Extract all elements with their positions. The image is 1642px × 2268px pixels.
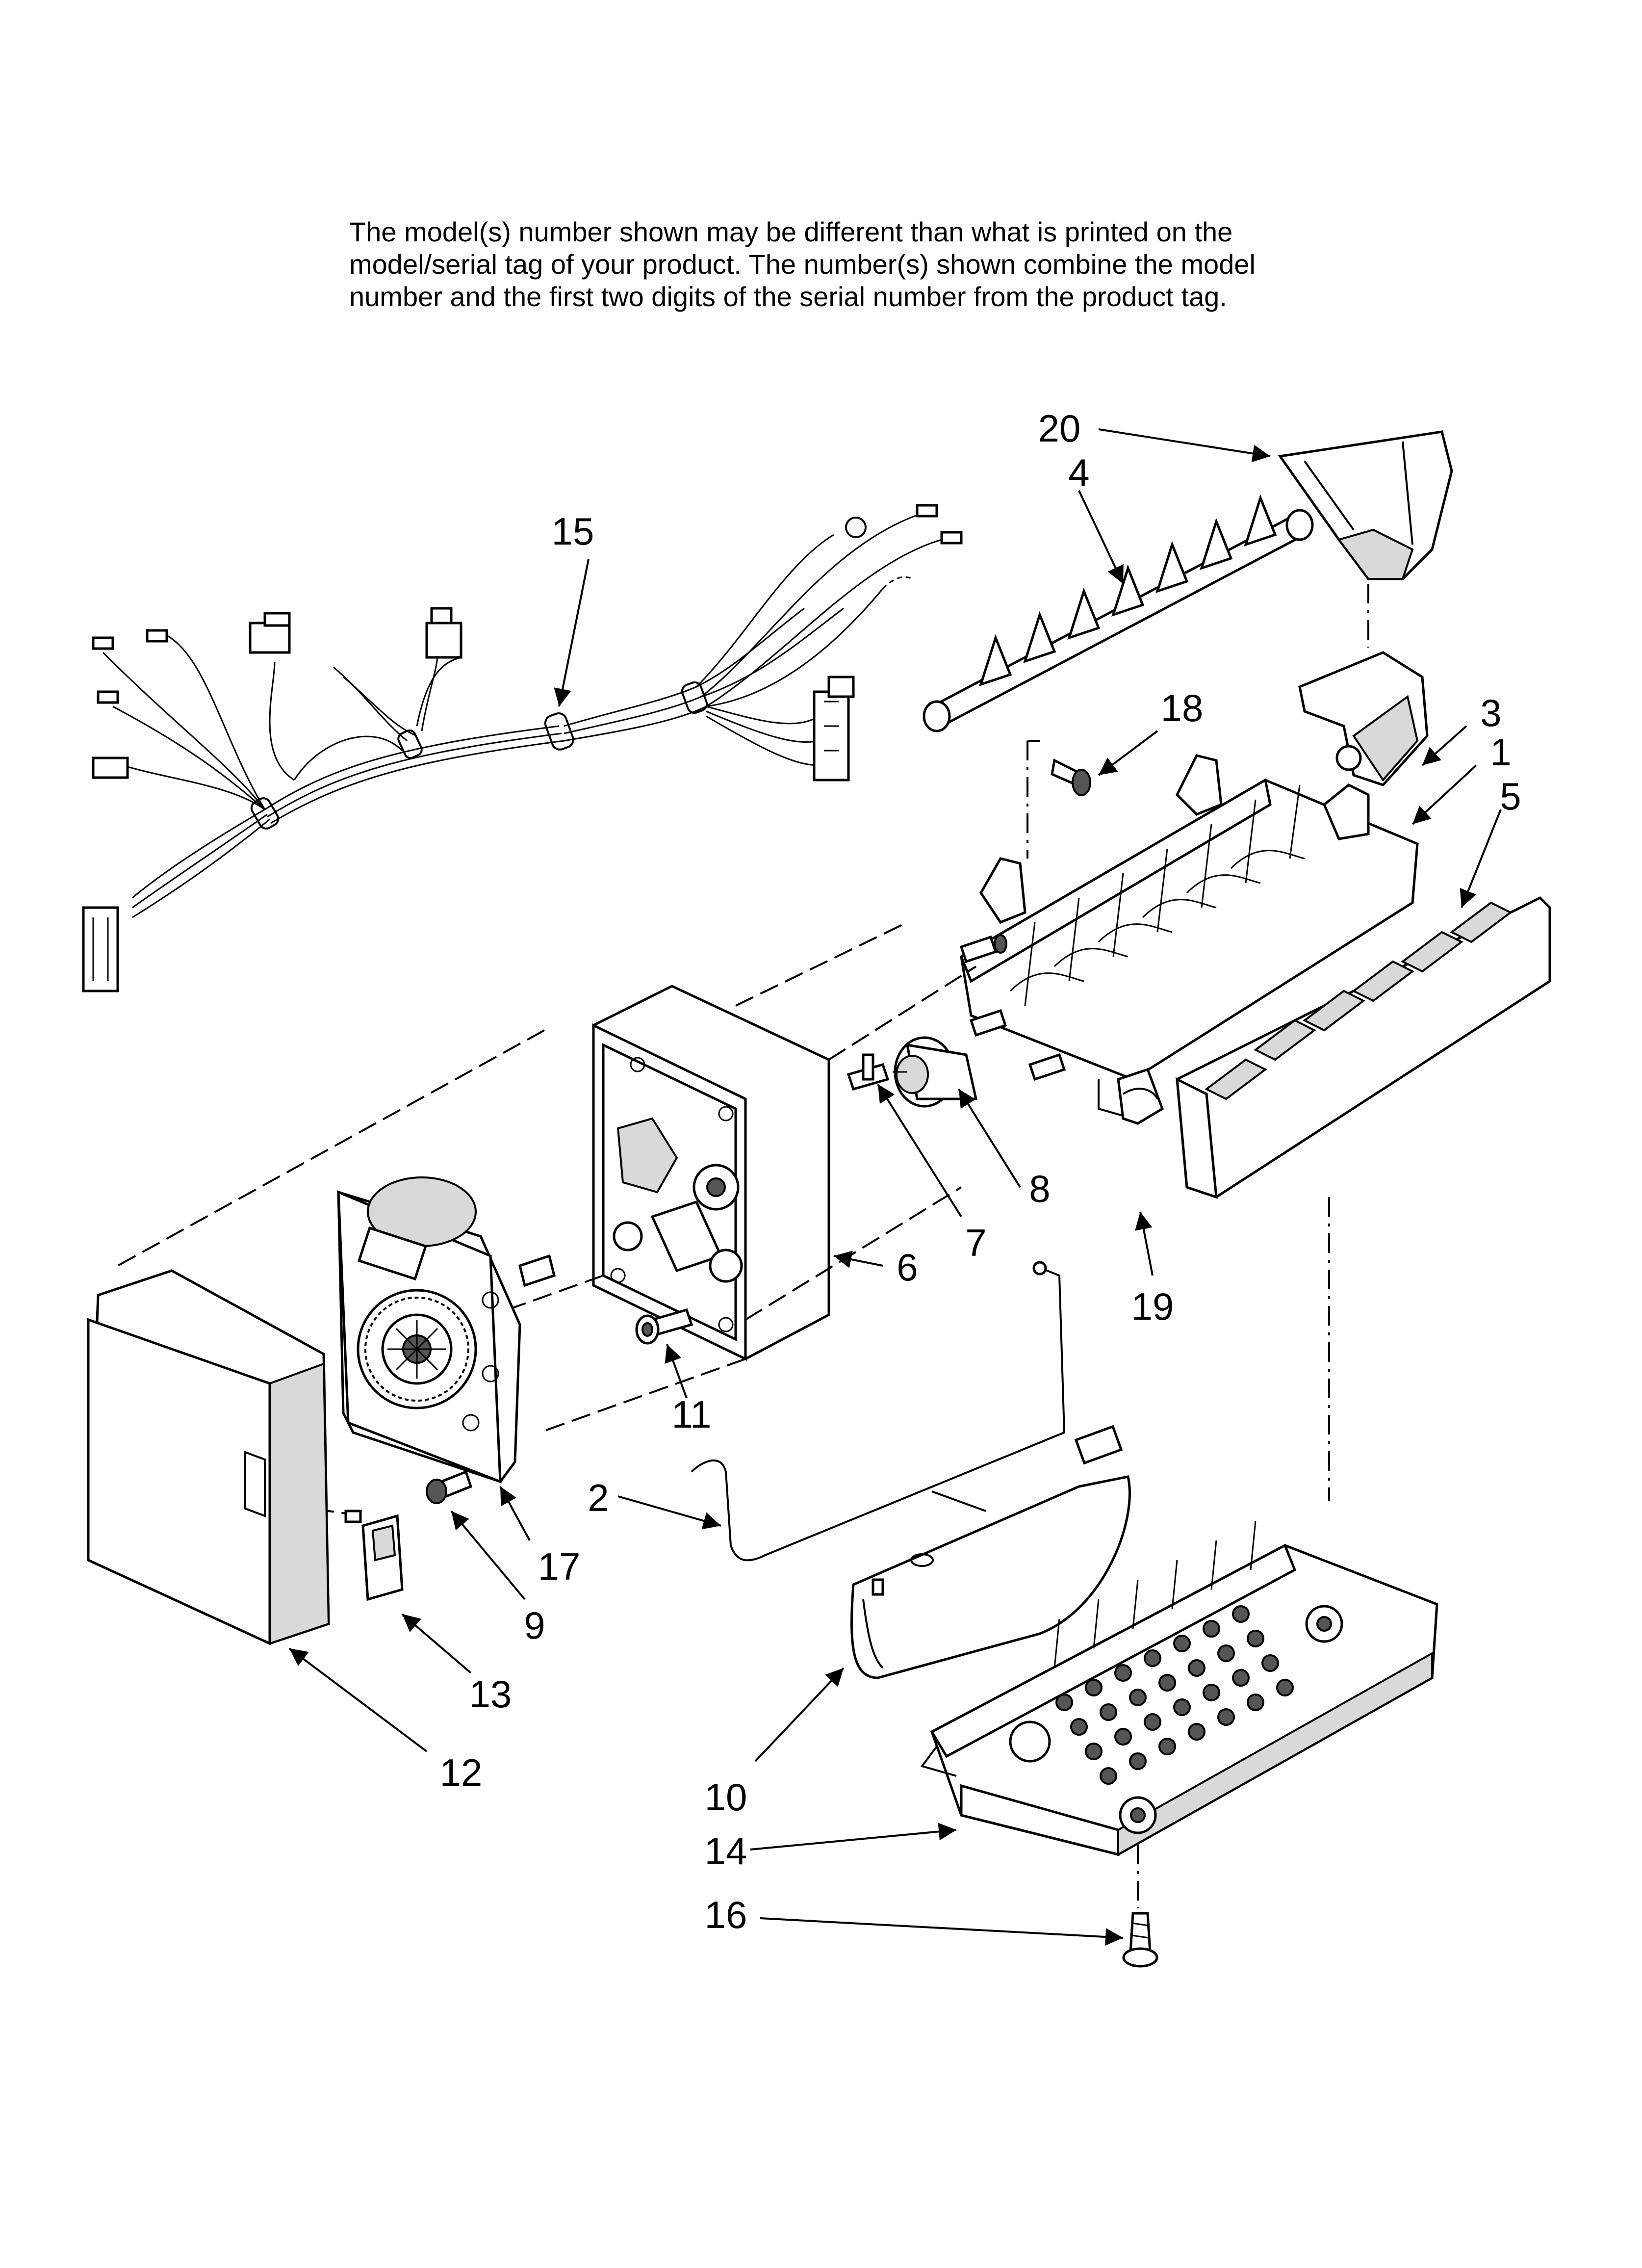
ejector [923, 494, 1314, 732]
disclaimer-line-2: model/serial tag of your product. The nu… [349, 249, 1256, 280]
callout-2: 2 [588, 1476, 609, 1519]
tray-pegs [1055, 1605, 1294, 1785]
callout-14: 14 [705, 1829, 747, 1873]
screw-11 [635, 1308, 693, 1345]
ice-tray-base [920, 1520, 1438, 1856]
callout-12: 12 [440, 1751, 483, 1794]
stripper [1176, 896, 1551, 1199]
leader-10 [754, 1667, 845, 1762]
feeler-arm-shield [850, 1425, 1131, 1679]
leader-18 [1098, 730, 1158, 776]
leader-12 [288, 1647, 428, 1752]
leader-16 [760, 1917, 1124, 1946]
module-housing [592, 985, 830, 1361]
on-off-switch [344, 1510, 404, 1601]
clip [1117, 1068, 1164, 1125]
callout-6: 6 [897, 1246, 918, 1289]
assembly-line-5 [539, 1358, 746, 1434]
callout-17: 17 [538, 1545, 581, 1588]
screw-16 [1122, 1912, 1158, 1968]
mounting-pins [847, 934, 1066, 1091]
leader-1 [1411, 764, 1477, 825]
leader-7 [877, 1083, 962, 1218]
disclaimer-line-3: number and the first two digits of the s… [349, 281, 1227, 312]
leader-13 [401, 1613, 472, 1674]
model-number-disclaimer: The model(s) number shown may be differe… [349, 216, 1379, 313]
leader-14 [750, 1823, 957, 1851]
callout-11: 11 [672, 1393, 712, 1436]
fill-cup-bracket [1298, 651, 1429, 786]
callout-10: 10 [705, 1775, 747, 1819]
callout-4: 4 [1068, 451, 1089, 494]
leader-8 [958, 1088, 1021, 1188]
thermostat [893, 1036, 978, 1108]
assembly-line-6 [744, 1186, 962, 1321]
leader-2 [617, 1495, 721, 1530]
leader-4 [1078, 490, 1124, 584]
callout-3: 3 [1480, 691, 1501, 734]
callout-9: 9 [524, 1604, 545, 1647]
assembly-line-1 [828, 965, 977, 1061]
leader-17 [499, 1486, 531, 1541]
callout-8: 8 [1029, 1167, 1050, 1210]
assembly-line-3 [117, 1029, 545, 1267]
callout-5: 5 [1500, 775, 1521, 818]
callout-16: 16 [705, 1893, 747, 1936]
leader-20 [1098, 428, 1271, 463]
callout-7: 7 [965, 1221, 986, 1264]
leader-11 [665, 1344, 688, 1399]
callout-18: 18 [1161, 686, 1204, 730]
leader-15 [554, 559, 590, 707]
motor-gear-assembly [337, 1176, 556, 1484]
callout-1: 1 [1490, 730, 1511, 774]
screw-9 [426, 1470, 473, 1504]
leader-9 [450, 1510, 526, 1600]
wire-harness [82, 504, 963, 992]
shut-off-arm [691, 1261, 1066, 1562]
assembly-line-2 [735, 921, 908, 1007]
fill-cup [1278, 430, 1453, 580]
callout-20: 20 [1038, 407, 1081, 450]
leader-3 [1421, 725, 1467, 766]
screw-18 [1051, 758, 1091, 796]
disclaimer-line-1: The model(s) number shown may be differe… [349, 216, 1233, 247]
ice-mold [959, 754, 1419, 1120]
callout-13: 13 [469, 1672, 512, 1716]
callout-15: 15 [552, 510, 594, 553]
module-cover [87, 1269, 330, 1645]
leader-19 [1135, 1211, 1154, 1276]
callout-19: 19 [1131, 1285, 1174, 1328]
leader-5 [1460, 809, 1502, 908]
leader-6 [833, 1251, 883, 1268]
